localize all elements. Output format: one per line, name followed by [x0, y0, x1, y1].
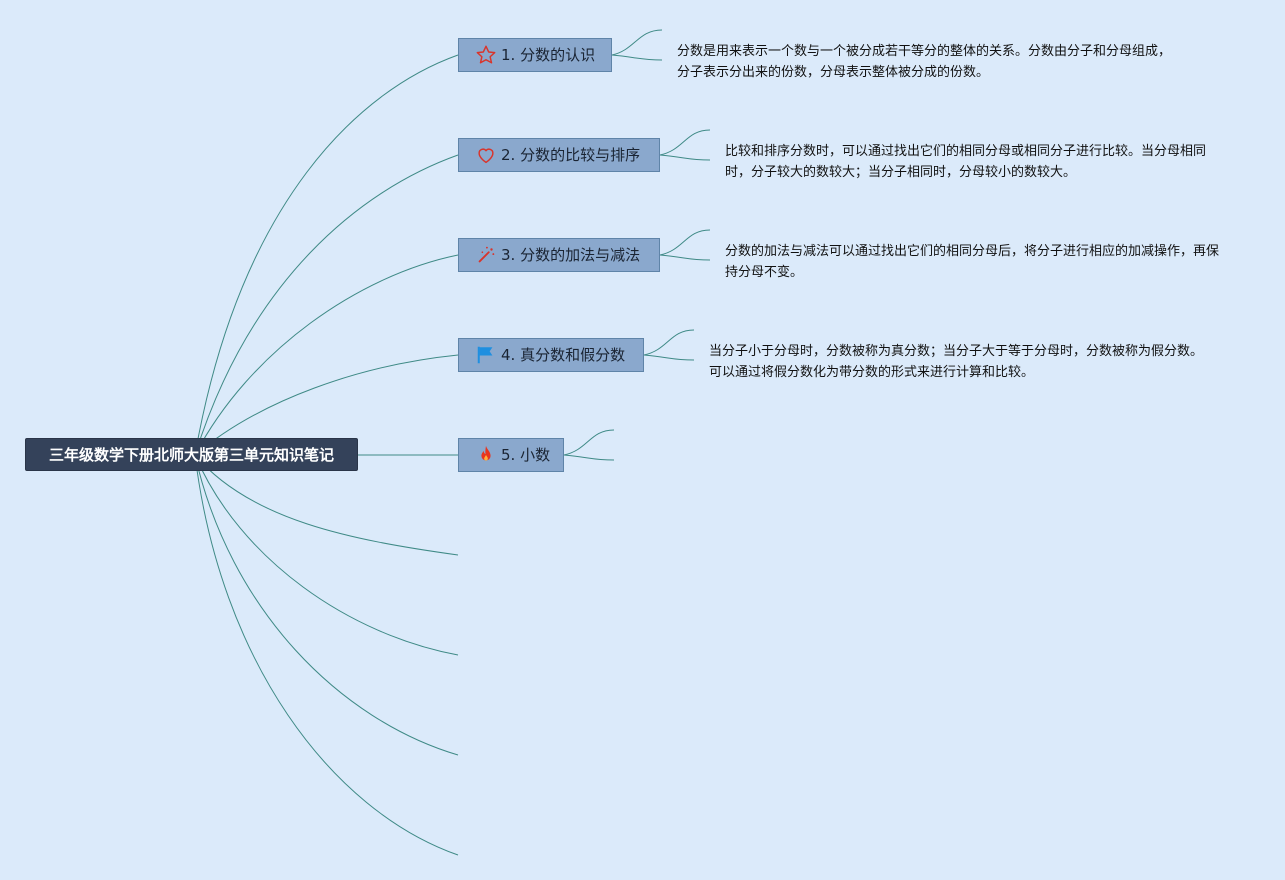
- note-fraction-compare: 比较和排序分数时，可以通过找出它们的相同分母或相同分子进行比较。当分母相同时，分…: [725, 144, 1207, 180]
- branch-label: 4. 真分数和假分数: [501, 346, 626, 364]
- branch-fraction-concept[interactable]: 1. 分数的认识: [458, 38, 612, 72]
- branch-label: 1. 分数的认识: [501, 46, 596, 64]
- root-topic[interactable]: 三年级数学下册北师大版第三单元知识笔记: [25, 438, 358, 471]
- flag-icon: [477, 346, 493, 364]
- star-icon: [476, 45, 496, 64]
- branch-fraction-compare[interactable]: 2. 分数的比较与排序: [458, 138, 660, 172]
- heart-icon: [478, 148, 494, 164]
- note-fraction-add-subtract: 分数的加法与减法可以通过找出它们的相同分母后，将分子进行相应的加减操作，再保持分…: [725, 244, 1220, 280]
- note-fraction-concept: 分数是用来表示一个数与一个被分成若干等分的整体的关系。分数由分子和分母组成，分子…: [677, 44, 1172, 80]
- branch-fraction-add-subtract[interactable]: 3. 分数的加法与减法: [458, 238, 660, 272]
- magic-wand-icon: [478, 246, 495, 263]
- note-proper-improper: 当分子小于分母时，分数被称为真分数；当分子大于等于分母时，分数被称为假分数。可以…: [709, 344, 1204, 380]
- branch-decimals[interactable]: 5. 小数: [458, 438, 564, 472]
- branch-label: 5. 小数: [501, 446, 551, 464]
- branch-proper-improper[interactable]: 4. 真分数和假分数: [458, 338, 644, 372]
- fire-icon: [481, 445, 491, 461]
- branch-label: 2. 分数的比较与排序: [501, 146, 641, 164]
- branch-label: 3. 分数的加法与减法: [501, 246, 641, 264]
